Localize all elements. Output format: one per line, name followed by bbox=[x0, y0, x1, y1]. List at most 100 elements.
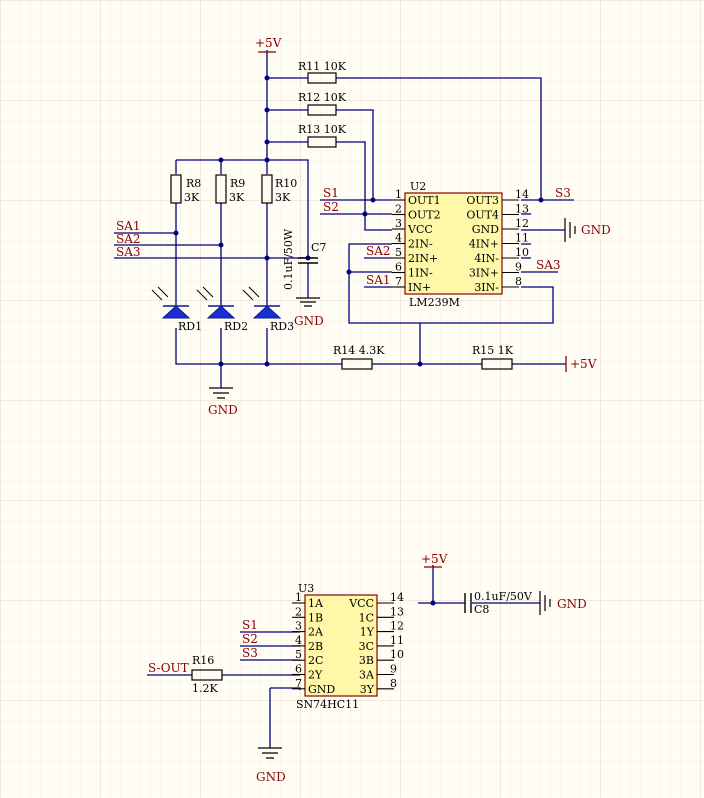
pin-name: 4IN- bbox=[474, 252, 499, 265]
pin-name: 2Y bbox=[308, 669, 323, 682]
svg-text:R15 1K: R15 1K bbox=[472, 344, 514, 357]
pin-number: 12 bbox=[390, 620, 404, 633]
pin-number: 14 bbox=[390, 591, 404, 604]
pin-number: 8 bbox=[515, 275, 522, 288]
svg-text:SA3: SA3 bbox=[116, 245, 141, 259]
pin-name: 1Y bbox=[360, 626, 375, 639]
pin-name: GND bbox=[308, 683, 335, 696]
capacitor-c8: 0.1uF/50V C8 bbox=[464, 590, 533, 616]
pin-name: 1IN- bbox=[408, 267, 433, 280]
pin-number: 1 bbox=[295, 591, 302, 604]
pin-number: 3 bbox=[395, 217, 402, 230]
svg-text:+5V: +5V bbox=[421, 552, 448, 566]
svg-text:R10: R10 bbox=[275, 177, 297, 190]
pin-name: 2C bbox=[308, 654, 323, 667]
pin-name: 3A bbox=[359, 669, 375, 682]
photodiode-rd3: RD3 bbox=[242, 286, 294, 333]
pin-number: 10 bbox=[515, 246, 529, 259]
svg-text:GND: GND bbox=[581, 223, 611, 237]
gnd-symbol-c8: GND bbox=[539, 591, 587, 615]
svg-text:S2: S2 bbox=[242, 632, 258, 646]
pin-number: 1 bbox=[395, 188, 402, 201]
svg-text:R14 4.3K: R14 4.3K bbox=[333, 344, 385, 357]
svg-text:S-OUT: S-OUT bbox=[148, 661, 189, 675]
gnd-symbol-u2: GND bbox=[564, 218, 611, 242]
pin-name: 2IN- bbox=[408, 238, 433, 251]
pin-number: 2 bbox=[295, 605, 302, 618]
svg-text:GND: GND bbox=[557, 597, 587, 611]
svg-text:R11 10K: R11 10K bbox=[298, 60, 347, 73]
svg-text:SA1: SA1 bbox=[116, 219, 141, 233]
pin-name: GND bbox=[472, 223, 499, 236]
pin-name: 2B bbox=[308, 640, 323, 653]
net-labels-top: S1 S2 S3 SA1 SA2 SA3 SA2 SA1 SA3 bbox=[116, 186, 571, 287]
pin-number: 3 bbox=[295, 620, 302, 633]
pin-name: VCC bbox=[407, 223, 433, 236]
pin-number: 9 bbox=[390, 663, 397, 676]
vcc-symbol-top: +5V bbox=[255, 36, 282, 53]
svg-text:S1: S1 bbox=[242, 618, 258, 632]
resistor-r14: R14 4.3K bbox=[333, 344, 385, 370]
svg-text:R8: R8 bbox=[186, 177, 201, 190]
resistor-r13: R13 10K bbox=[298, 123, 347, 148]
pin-number: 5 bbox=[295, 648, 302, 661]
pin-number: 10 bbox=[390, 648, 404, 661]
pin-name: IN+ bbox=[408, 281, 431, 294]
pin-name: 3C bbox=[359, 640, 374, 653]
pin-name: 3IN+ bbox=[469, 267, 499, 280]
resistor-r12: R12 10K bbox=[298, 91, 347, 116]
svg-text:R13 10K: R13 10K bbox=[298, 123, 347, 136]
svg-text:GND: GND bbox=[256, 770, 286, 784]
svg-text:S1: S1 bbox=[323, 186, 339, 200]
svg-text:R9: R9 bbox=[230, 177, 245, 190]
svg-text:SA2: SA2 bbox=[366, 244, 391, 258]
resistor-r15: R15 1K bbox=[472, 344, 514, 370]
top-wires bbox=[114, 50, 574, 388]
svg-text:3K: 3K bbox=[184, 191, 200, 204]
pin-number: 12 bbox=[515, 217, 529, 230]
svg-text:+5V: +5V bbox=[570, 357, 597, 371]
pin-number: 9 bbox=[515, 261, 522, 274]
pin-name: 2A bbox=[308, 626, 324, 639]
pin-name: OUT2 bbox=[408, 209, 441, 222]
gnd-symbol-c7: GND bbox=[294, 297, 324, 328]
svg-text:0.1uF/50V: 0.1uF/50V bbox=[474, 590, 533, 603]
pin-name: VCC bbox=[348, 597, 374, 610]
pin-number: 13 bbox=[390, 605, 404, 618]
pin-number: 6 bbox=[295, 663, 302, 676]
pin-number: 5 bbox=[395, 246, 402, 259]
net-labels-bottom: S1 S2 S3 S-OUT bbox=[148, 618, 258, 675]
resistor-r16: R16 1.2K bbox=[191, 654, 223, 695]
gnd-symbol-main: GND bbox=[208, 387, 238, 417]
pin-number: 7 bbox=[395, 275, 402, 288]
pin-number: 4 bbox=[295, 634, 302, 647]
svg-text:+5V: +5V bbox=[255, 36, 282, 50]
pin-number: 6 bbox=[395, 261, 402, 274]
svg-text:GND: GND bbox=[294, 314, 324, 328]
capacitor-c7: C7 0.1uF/50W bbox=[282, 228, 326, 290]
svg-text:U3: U3 bbox=[298, 582, 314, 595]
resistor-r9: R9 3K bbox=[215, 174, 245, 204]
resistor-r11: R11 10K bbox=[298, 60, 347, 84]
pin-name: OUT3 bbox=[466, 194, 499, 207]
svg-text:RD3: RD3 bbox=[270, 320, 294, 333]
svg-text:C7: C7 bbox=[311, 241, 326, 254]
pin-name: 2IN+ bbox=[408, 252, 438, 265]
resistor-r8: R8 3K bbox=[170, 174, 201, 204]
svg-text:GND: GND bbox=[208, 403, 238, 417]
svg-text:RD1: RD1 bbox=[178, 320, 202, 333]
resistor-r10: R10 3K bbox=[261, 174, 297, 204]
svg-text:0.1uF/50W: 0.1uF/50W bbox=[282, 228, 295, 290]
pin-number: 4 bbox=[395, 232, 402, 245]
svg-text:R16: R16 bbox=[192, 654, 214, 667]
vcc-symbol-bottom: +5V bbox=[421, 552, 448, 568]
pin-name: 4IN+ bbox=[469, 238, 499, 251]
pin-name: 3IN- bbox=[474, 281, 499, 294]
svg-text:SA1: SA1 bbox=[366, 273, 391, 287]
photodiode-rd2: RD2 bbox=[196, 286, 248, 333]
pin-number: 7 bbox=[295, 677, 302, 690]
pin-number: 11 bbox=[390, 634, 404, 647]
